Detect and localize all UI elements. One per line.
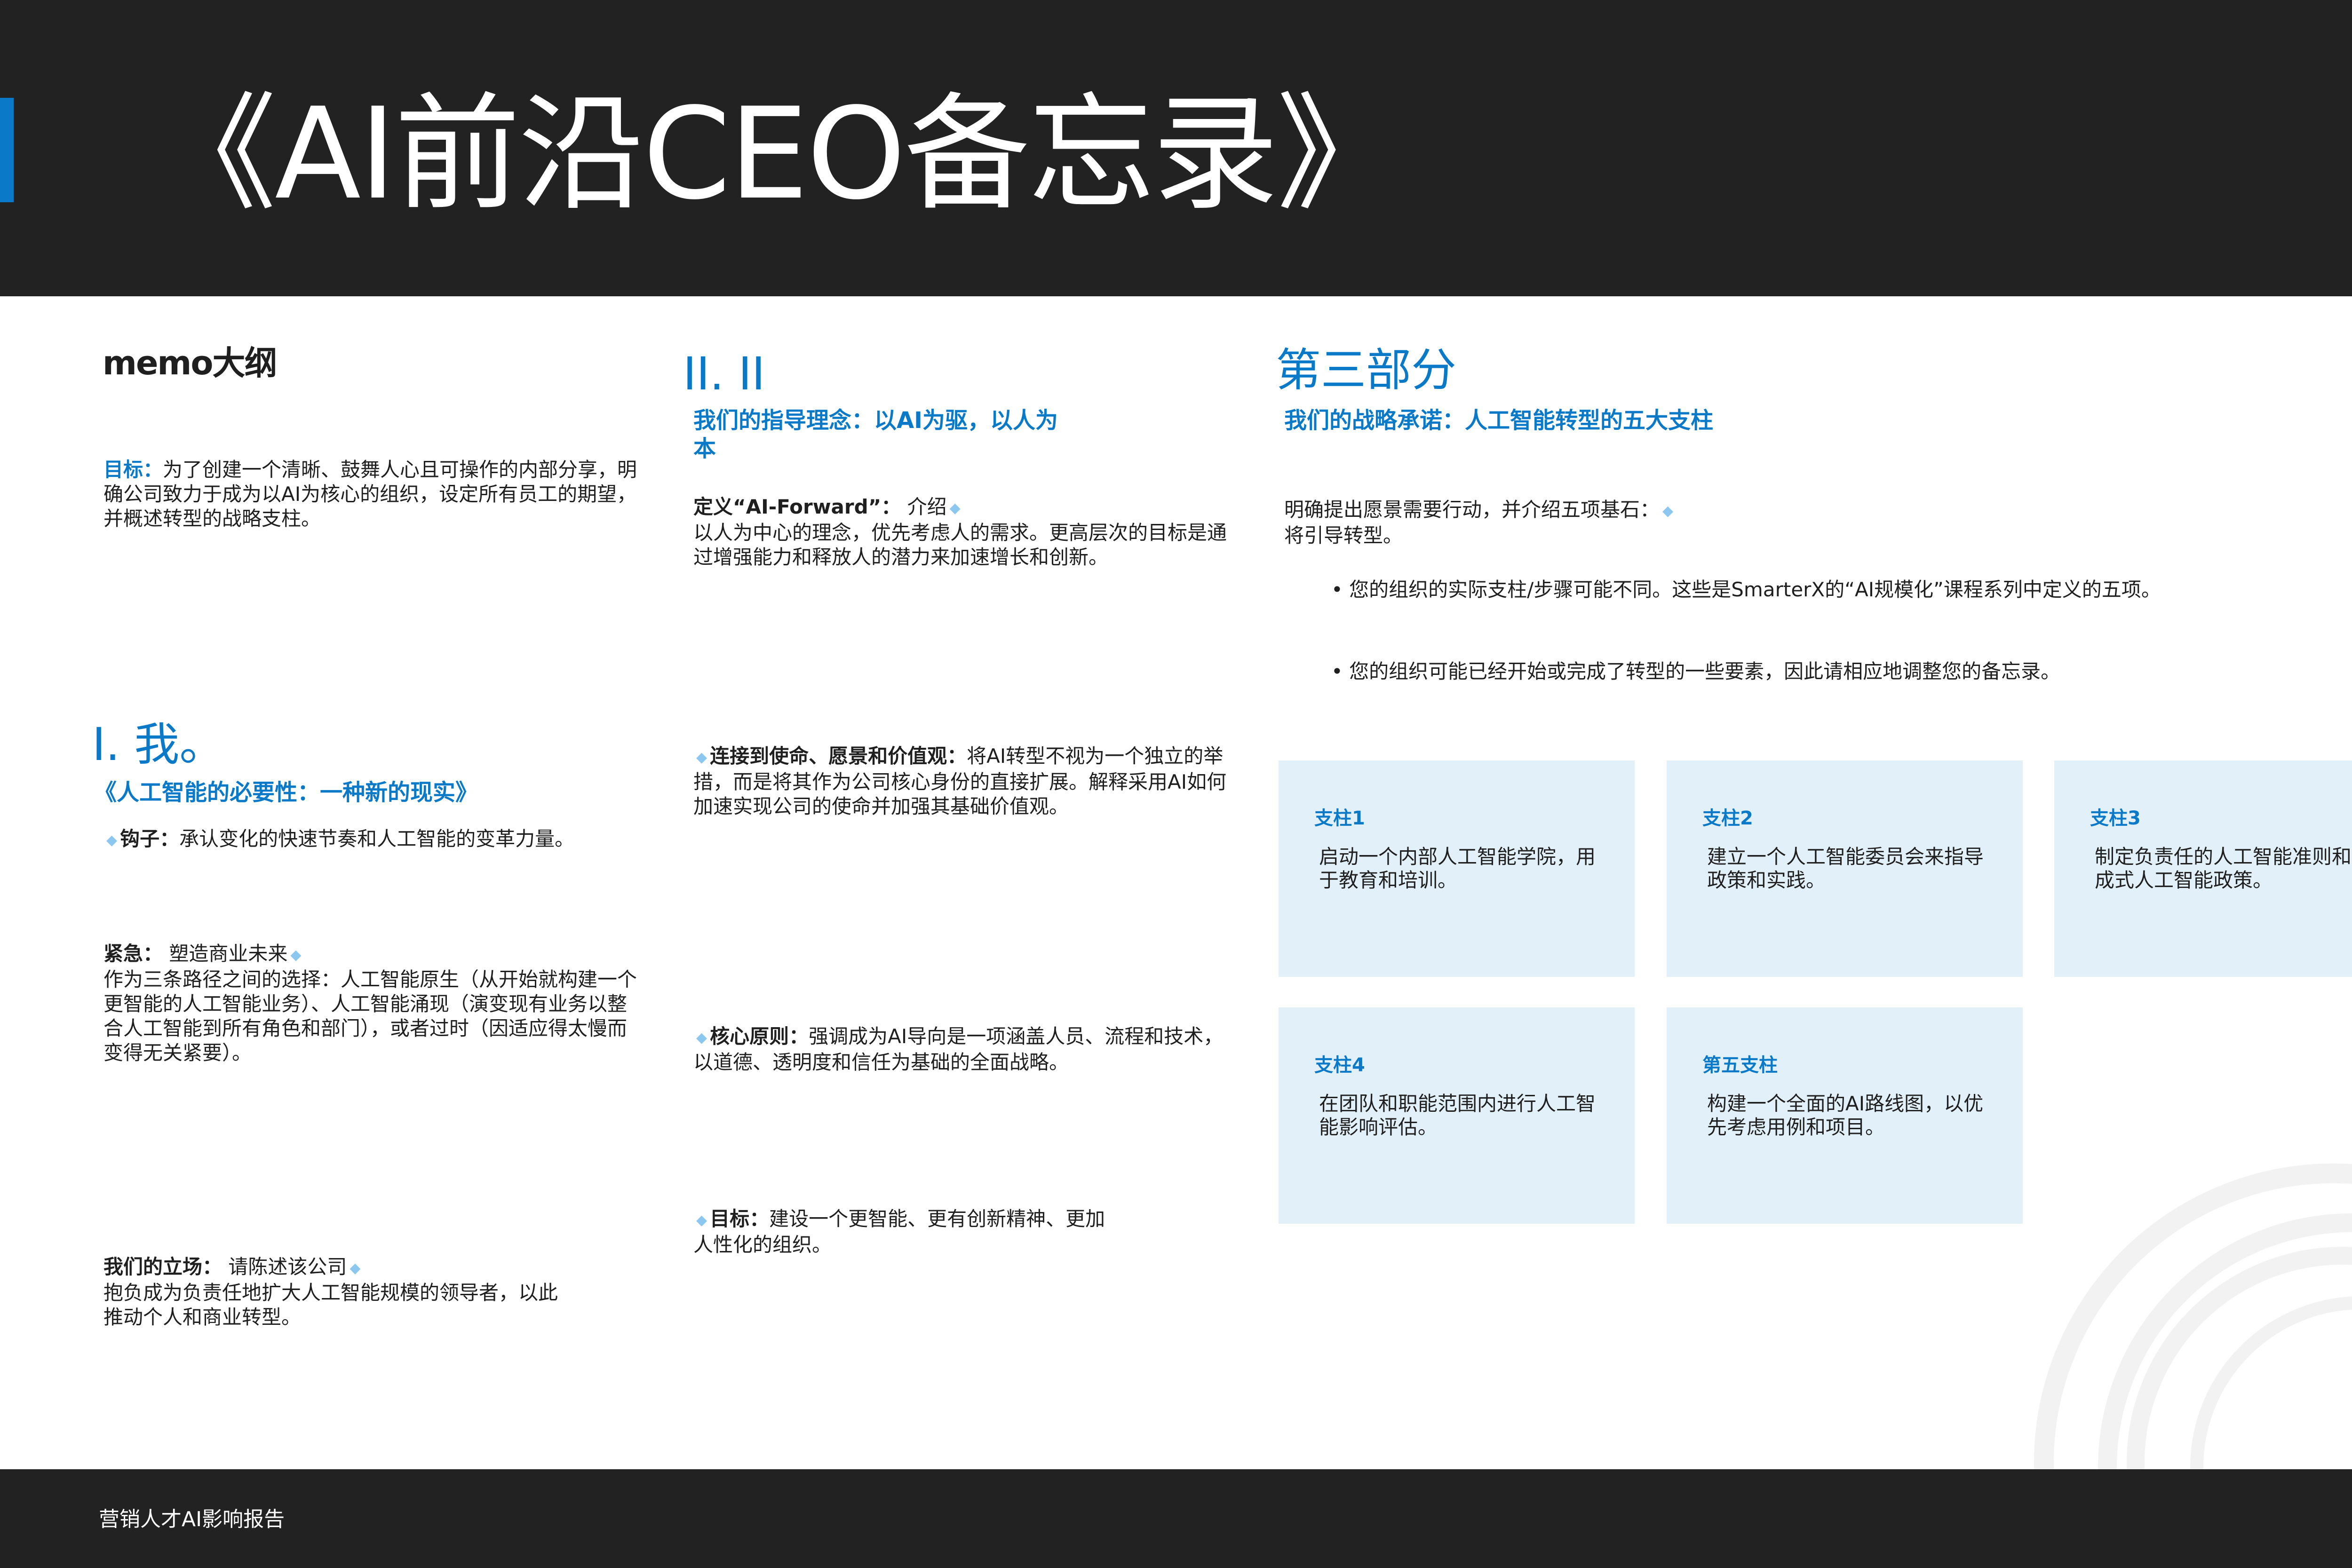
header-accent-bar bbox=[0, 98, 14, 202]
position-label: 我们的立场： bbox=[103, 1255, 222, 1278]
position-intro: 请陈述该公司 bbox=[228, 1255, 347, 1278]
note-item: • 您的组织可能已经开始或完成了转型的一些要素，因此请相应地调整您的备忘录。 bbox=[1331, 660, 2061, 683]
pillar-title: 第五支柱 bbox=[1702, 1054, 1778, 1076]
goal-paragraph: 目标：为了创建一个清晰、鼓舞人心且可操作的内部分享，明确公司致力于成为以AI为核… bbox=[103, 458, 640, 531]
bullet-dot-icon: • bbox=[1331, 578, 1350, 601]
header-bar bbox=[0, 0, 2352, 296]
position-text: 抱负成为负责任地扩大人工智能规模的领导者，以此推动个人和商业转型。 bbox=[103, 1281, 558, 1329]
section-1-subtitle: 《人工智能的必要性：一种新的现实》 bbox=[94, 779, 478, 806]
section-2-subtitle: 我们的指导理念：以AI为驱，以人为本 bbox=[693, 407, 1058, 462]
principle-paragraph: ◆核心原则：强调成为AI导向是一项涵盖人员、流程和技术，以道德、透明度和信任为基… bbox=[693, 1024, 1230, 1075]
goal-2-paragraph: ◆目标：建设一个更智能、更有创新精神、更加人性化的组织。 bbox=[693, 1207, 1107, 1257]
diamond-bullet-icon: ◆ bbox=[696, 749, 707, 766]
section-3-subtitle: 我们的战略承诺：人工智能转型的五大支柱 bbox=[1284, 407, 1714, 434]
goal-text: 为了创建一个清晰、鼓舞人心且可操作的内部分享，明确公司致力于成为以AI为核心的组… bbox=[103, 458, 637, 530]
urgency-label: 紧急： bbox=[103, 942, 163, 965]
urgency-text: 作为三条路径之间的选择：人工智能原生（从开始就构建一个更智能的人工智能业务）、人… bbox=[103, 967, 637, 1064]
diamond-bullet-icon: ◆ bbox=[106, 832, 118, 848]
pillar-title: 支柱4 bbox=[1314, 1054, 1365, 1076]
diamond-bullet-icon: ◆ bbox=[1662, 502, 1674, 519]
goal-label: 目标： bbox=[103, 458, 163, 481]
pillar-text: 建立一个人工智能委员会来指导政策和实践。 bbox=[1707, 845, 1984, 892]
pillar-title: 支柱2 bbox=[1702, 808, 1753, 829]
goal-2-label: 目标： bbox=[710, 1207, 770, 1230]
hook-label: 钩子： bbox=[120, 827, 180, 850]
section-2-numeral: II. II bbox=[683, 348, 765, 400]
decorative-arcs-icon bbox=[2023, 1105, 2352, 1469]
definition-intro: 介绍 bbox=[907, 495, 947, 518]
page-title: 《AI前沿CEO备忘录》 bbox=[151, 81, 1403, 228]
pillars-intro-line1: 明确提出愿景需要行动，并介绍五项基石： bbox=[1284, 498, 1660, 521]
pillar-card-4: 支柱4 在团队和职能范围内进行人工智能影响评估。 bbox=[1279, 1007, 1635, 1224]
principle-text: 强调成为AI导向是一项涵盖人员、流程和技术，以道德、透明度和信任为基础的全面战略… bbox=[693, 1025, 1224, 1074]
pillar-card-2: 支柱2 建立一个人工智能委员会来指导政策和实践。 bbox=[1667, 760, 2023, 977]
diamond-bullet-icon: ◆ bbox=[949, 499, 961, 516]
pillars-intro-line2: 将引导转型。 bbox=[1284, 523, 1403, 547]
pillar-card-5: 第五支柱 构建一个全面的AI路线图，以优先考虑用例和项目。 bbox=[1667, 1007, 2023, 1224]
pillars-intro: 明确提出愿景需要行动，并介绍五项基石：◆ 将引导转型。 bbox=[1284, 498, 1849, 548]
note-item: • 您的组织的实际支柱/步骤可能不同。这些是SmarterX的“AI规模化”课程… bbox=[1331, 578, 2161, 601]
mission-text: 将AI转型不视为一个独立的举措，而是将其作为公司核心身份的直接扩展。解释采用AI… bbox=[693, 744, 1227, 818]
principle-label: 核心原则： bbox=[710, 1025, 809, 1048]
diamond-bullet-icon: ◆ bbox=[290, 946, 302, 963]
pillar-title: 支柱1 bbox=[1314, 808, 1365, 829]
hook-paragraph: ◆钩子：承认变化的快速节奏和人工智能的变革力量。 bbox=[103, 827, 640, 853]
pillar-title: 支柱3 bbox=[2090, 808, 2141, 829]
diamond-bullet-icon: ◆ bbox=[696, 1212, 707, 1228]
section-3-heading: 第三部分 bbox=[1276, 344, 1456, 396]
outline-heading: memo大纲 bbox=[103, 344, 277, 382]
definition-paragraph: 定义“AI-Forward”： 介绍◆ 以人为中心的理念，优先考虑人的需求。更高… bbox=[693, 495, 1230, 570]
footer-bar bbox=[0, 1469, 2352, 1568]
footer-report-title: 营销人才AI影响报告 bbox=[99, 1507, 285, 1531]
pillar-text: 启动一个内部人工智能学院，用于教育和培训。 bbox=[1319, 845, 1596, 892]
pillar-text: 构建一个全面的AI路线图，以优先考虑用例和项目。 bbox=[1707, 1092, 1984, 1139]
diamond-bullet-icon: ◆ bbox=[350, 1259, 361, 1276]
urgency-intro: 塑造商业未来 bbox=[169, 942, 288, 965]
urgency-paragraph: 紧急： 塑造商业未来◆ 作为三条路径之间的选择：人工智能原生（从开始就构建一个更… bbox=[103, 942, 640, 1065]
bullet-dot-icon: • bbox=[1331, 660, 1350, 683]
definition-text: 以人为中心的理念，优先考虑人的需求。更高层次的目标是通过增强能力和释放人的潜力来… bbox=[693, 521, 1227, 569]
mission-paragraph: ◆连接到使命、愿景和价值观：将AI转型不视为一个独立的举措，而是将其作为公司核心… bbox=[693, 744, 1230, 819]
pillar-text: 在团队和职能范围内进行人工智能影响评估。 bbox=[1319, 1092, 1596, 1139]
pillar-card-1: 支柱1 启动一个内部人工智能学院，用于教育和培训。 bbox=[1279, 760, 1635, 977]
goal-2-text: 建设一个更智能、更有创新精神、更加人性化的组织。 bbox=[693, 1207, 1105, 1256]
pillar-text: 制定负责任的人工智能准则和生成式人工智能政策。 bbox=[2095, 845, 2352, 892]
position-paragraph: 我们的立场： 请陈述该公司◆ 抱负成为负责任地扩大人工智能规模的领导者，以此推动… bbox=[103, 1255, 574, 1330]
section-1-numeral: I. 我。 bbox=[92, 718, 225, 771]
definition-label: 定义“AI-Forward”： bbox=[693, 495, 901, 518]
hook-text: 承认变化的快速节奏和人工智能的变革力量。 bbox=[179, 827, 575, 850]
pillar-card-3: 支柱3 制定负责任的人工智能准则和生成式人工智能政策。 bbox=[2054, 760, 2352, 977]
diamond-bullet-icon: ◆ bbox=[696, 1029, 707, 1046]
mission-label: 连接到使命、愿景和价值观： bbox=[710, 744, 967, 768]
